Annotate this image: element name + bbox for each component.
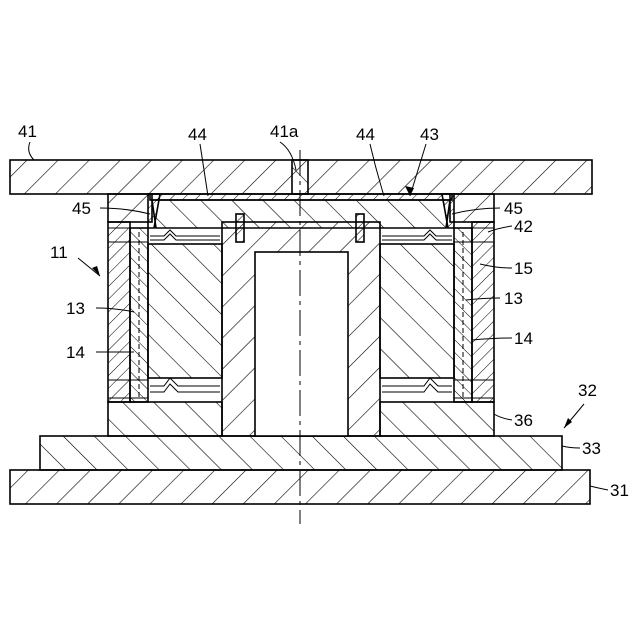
die-ring-left: [108, 222, 130, 402]
center-cavity: [255, 252, 348, 436]
pin-right: [356, 214, 364, 242]
label-43: 43: [420, 125, 439, 144]
spacer-plate: [150, 194, 452, 200]
label-41: 41: [18, 122, 37, 141]
label-45-left: 45: [72, 199, 91, 218]
lower-plate: [40, 436, 562, 470]
label-44-right: 44: [356, 125, 375, 144]
label-14-right: 14: [514, 329, 533, 348]
workpiece-right: [380, 244, 454, 378]
pin-left: [236, 214, 244, 242]
label-13-right: 13: [504, 289, 523, 308]
label-36: 36: [514, 411, 533, 430]
label-15: 15: [514, 259, 533, 278]
label-44-left: 44: [188, 125, 207, 144]
label-45-right: 45: [504, 199, 523, 218]
label-32: 32: [578, 381, 597, 400]
workpiece-left: [148, 244, 222, 378]
label-42: 42: [514, 217, 533, 236]
base-ring-right: [380, 402, 494, 436]
label-41a: 41a: [270, 122, 299, 141]
label-11: 11: [50, 243, 68, 262]
label-14-left: 14: [66, 343, 85, 362]
label-13-left: 13: [66, 299, 85, 318]
label-31: 31: [610, 481, 629, 500]
base-ring-left: [108, 402, 222, 436]
label-33: 33: [582, 439, 601, 458]
upper-punch: [152, 200, 450, 228]
die-ring-right: [472, 222, 494, 402]
